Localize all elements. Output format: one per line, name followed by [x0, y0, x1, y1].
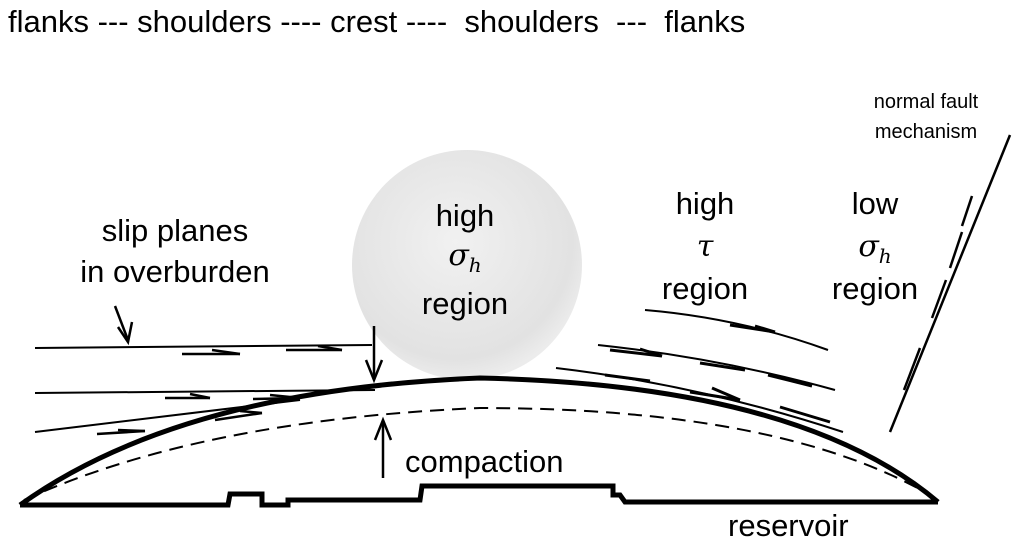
normal-fault-label-line1: normal fault: [873, 91, 979, 113]
high-stress-region-circle: [352, 150, 582, 380]
flank-label-line3: region: [831, 271, 919, 306]
shoulder-label-line1: high: [675, 186, 735, 221]
annotation-arrows: [113, 305, 393, 478]
shoulder-tau-symbol: τ: [696, 229, 714, 264]
reservoir-label: reservoir: [728, 508, 849, 543]
crest-label-line1: high: [435, 198, 495, 233]
crest-label-line3: region: [421, 286, 509, 321]
compaction-label: compaction: [405, 444, 564, 479]
shoulder-label-line3: region: [661, 271, 749, 306]
position-header: flanks --- shoulders ---- crest ---- sho…: [8, 4, 746, 39]
flank-sigma-symbol: σh: [858, 229, 892, 268]
crest-sigma-symbol: σh: [448, 238, 482, 277]
reservoir-body: [18, 375, 940, 508]
normal-fault: [888, 134, 1012, 433]
flank-label-line1: low: [851, 186, 899, 221]
right-slip-indicators: [604, 323, 831, 424]
slip-planes-label-line1: slip planes: [101, 213, 249, 248]
normal-fault-label-line2: mechanism: [874, 121, 978, 143]
slip-planes-label-line2: in overburden: [80, 254, 270, 289]
